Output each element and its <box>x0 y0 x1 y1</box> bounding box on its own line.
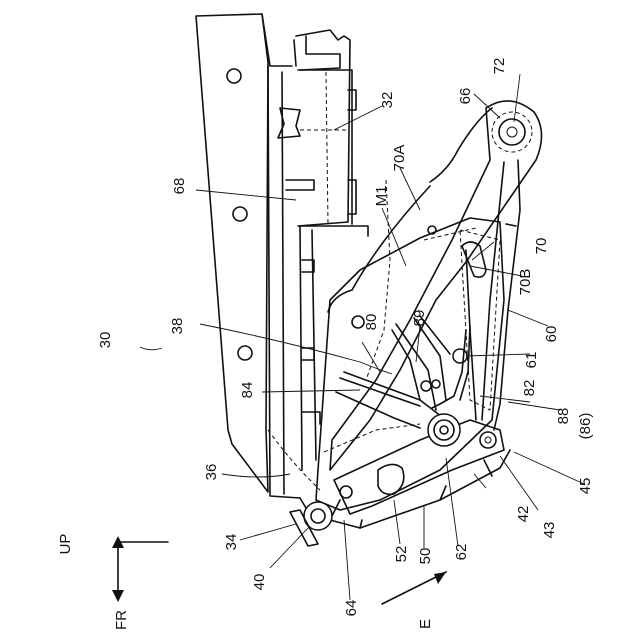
label-62: 62 <box>453 544 470 561</box>
label-70a: 70A <box>391 145 408 172</box>
dashed-lower <box>324 424 420 452</box>
label-45: 45 <box>577 478 594 495</box>
roller-40 <box>290 498 332 546</box>
label-89: 89 <box>411 310 428 327</box>
label-fr: FR <box>113 610 130 630</box>
label-34: 34 <box>223 534 240 551</box>
label-m1: M1 <box>373 186 390 207</box>
label-50: 50 <box>417 548 434 565</box>
label-40: 40 <box>251 574 268 591</box>
label-60: 60 <box>543 326 560 343</box>
label-80: 80 <box>363 314 380 331</box>
label-e: E <box>417 619 434 629</box>
reference-labels: 30 32 34 36 38 40 42 43 45 50 52 60 61 6… <box>57 58 594 630</box>
label-70: 70 <box>533 238 550 255</box>
label-52: 52 <box>393 546 410 563</box>
label-66: 66 <box>457 88 474 105</box>
up-arrow <box>112 536 168 602</box>
label-42: 42 <box>515 506 532 523</box>
housing-32 <box>278 30 356 226</box>
link-60 <box>460 160 520 430</box>
label-70b: 70B <box>517 269 534 296</box>
label-36: 36 <box>203 464 220 481</box>
label-68: 68 <box>171 178 188 195</box>
label-88: 88 <box>555 408 572 425</box>
label-up: UP <box>57 534 74 555</box>
label-43: 43 <box>541 522 558 539</box>
spring-80 <box>336 316 470 430</box>
label-32: 32 <box>379 92 396 109</box>
label-30: 30 <box>97 332 114 349</box>
plate-62 <box>316 218 504 510</box>
label-82: 82 <box>521 380 538 397</box>
pivot-62 <box>428 414 460 446</box>
label-38: 38 <box>169 318 186 335</box>
label-84: 84 <box>239 382 256 399</box>
link-66 <box>328 101 542 470</box>
label-86: (86) <box>577 413 594 440</box>
label-72: 72 <box>491 58 508 75</box>
label-61: 61 <box>523 352 540 369</box>
dashed-36 <box>268 430 320 490</box>
arrow-e <box>382 572 446 604</box>
outer-plate <box>196 14 292 492</box>
dashed-m1 <box>366 180 390 380</box>
label-64: 64 <box>343 600 360 617</box>
